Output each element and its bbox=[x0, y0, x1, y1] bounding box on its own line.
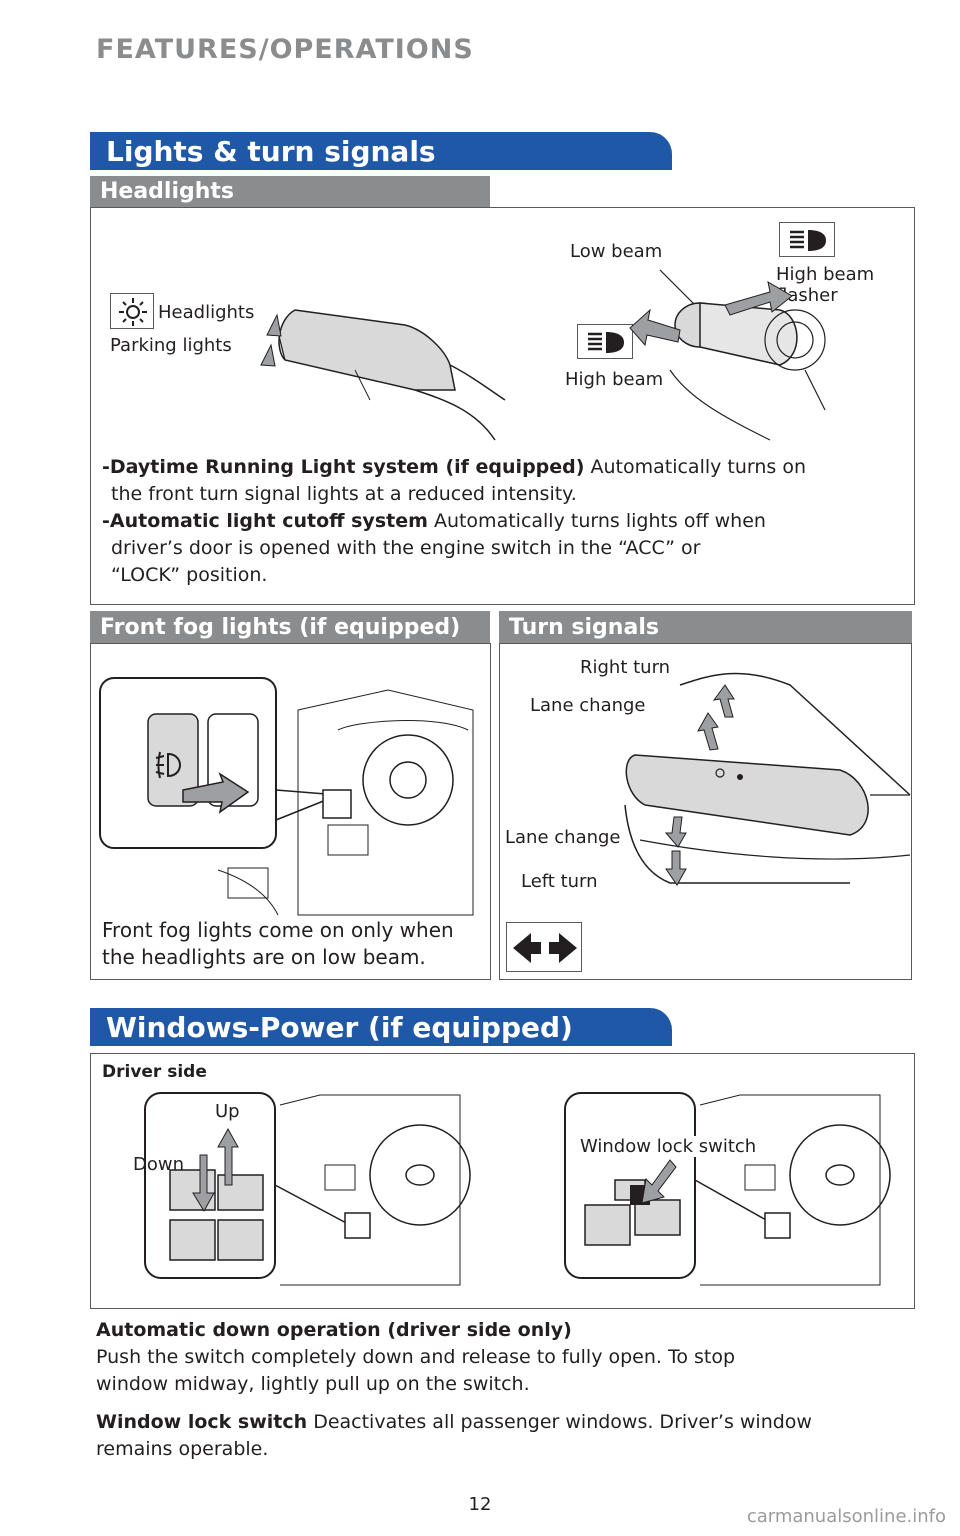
cutoff-title: -Automatic light cutoff system bbox=[102, 510, 428, 532]
window-down-label: Down bbox=[133, 1154, 185, 1175]
lights-banner: Lights & turn signals bbox=[90, 132, 672, 170]
turn-signal-lever-illustration bbox=[624, 672, 911, 886]
window-lock-paragraph: Window lock switch Deactivates all passe… bbox=[96, 1409, 926, 1463]
high-beam-flasher-line1: High beam bbox=[776, 264, 875, 285]
turn-signals-tab: Turn signals bbox=[499, 611, 912, 644]
fog-light-dashboard-illustration bbox=[99, 677, 474, 916]
driver-side-label: Driver side bbox=[102, 1062, 207, 1082]
cutoff-text-1: Automatically turns lights off when bbox=[427, 510, 766, 532]
high-beam-icon bbox=[577, 324, 633, 359]
headlight-lever-illustration bbox=[260, 309, 506, 441]
lane-change-down-label: Lane change bbox=[505, 827, 621, 848]
window-lock-switch-label: Window lock switch bbox=[580, 1136, 757, 1157]
headlights-panel bbox=[90, 207, 915, 605]
headlights-tab: Headlights bbox=[90, 176, 490, 207]
watermark: carmanualsonline.info bbox=[746, 1506, 946, 1527]
windows-banner: Windows-Power (if equipped) bbox=[90, 1008, 672, 1046]
parking-lights-label: Parking lights bbox=[110, 335, 232, 356]
low-beam-label: Low beam bbox=[570, 241, 663, 262]
high-beam-flasher-label: High beam flasher bbox=[776, 264, 874, 306]
turn-indicator-icon bbox=[506, 922, 582, 972]
drl-text-1: Automatically turns on bbox=[584, 456, 807, 478]
window-lock-title: Window lock switch bbox=[96, 1411, 308, 1433]
drl-text-2: the front turn signal lights at a reduce… bbox=[111, 483, 577, 505]
high-beam-lever-illustration bbox=[629, 269, 826, 441]
cutoff-text-2: driver’s door is opened with the engine … bbox=[111, 537, 701, 559]
high-beam-icon bbox=[779, 222, 835, 257]
auto-down-paragraph: Automatic down operation (driver side on… bbox=[96, 1317, 926, 1398]
fog-lights-tab: Front fog lights (if equipped) bbox=[90, 611, 490, 644]
section-header: FEATURES/OPERATIONS bbox=[96, 34, 474, 65]
high-beam-label: High beam bbox=[565, 369, 664, 390]
window-lock-switch-illustration bbox=[564, 1092, 891, 1286]
fog-lights-text: Front fog lights come on only when the h… bbox=[102, 917, 454, 971]
fog-text-1: Front fog lights come on only when bbox=[102, 918, 454, 942]
left-turn-label: Left turn bbox=[521, 871, 598, 892]
fog-text-2: the headlights are on low beam. bbox=[102, 945, 426, 969]
page-number: 12 bbox=[468, 1494, 492, 1515]
window-lock-text-1: Deactivates all passenger windows. Drive… bbox=[307, 1411, 812, 1433]
driver-window-switch-illustration bbox=[144, 1092, 471, 1286]
drl-paragraph: -Daytime Running Light system (if equipp… bbox=[102, 454, 902, 589]
window-up-label: Up bbox=[215, 1101, 240, 1122]
drl-title: -Daytime Running Light system (if equipp… bbox=[102, 456, 585, 478]
auto-down-title: Automatic down operation (driver side on… bbox=[96, 1319, 572, 1341]
right-turn-label: Right turn bbox=[580, 657, 671, 678]
lane-change-up-label: Lane change bbox=[530, 695, 646, 716]
auto-down-text-1: Push the switch completely down and rele… bbox=[96, 1346, 736, 1368]
headlight-icon bbox=[110, 293, 154, 329]
window-lock-text-2: remains operable. bbox=[96, 1438, 269, 1460]
high-beam-flasher-line2: flasher bbox=[776, 285, 838, 306]
cutoff-text-3: “LOCK” position. bbox=[111, 564, 268, 586]
headlights-label: Headlights bbox=[158, 302, 255, 323]
fog-light-icon bbox=[155, 751, 182, 779]
auto-down-text-2: window midway, lightly pull up on the sw… bbox=[96, 1373, 530, 1395]
